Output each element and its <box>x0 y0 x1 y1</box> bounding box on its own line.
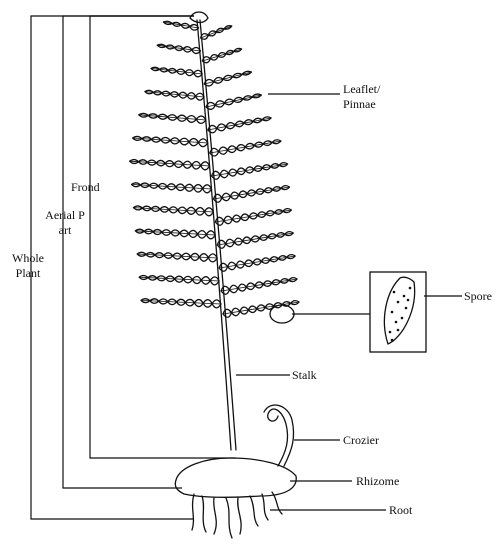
pinna-midrib-right-1 <box>202 49 241 61</box>
pinna-right-4 <box>208 117 271 133</box>
pinna-left-4 <box>139 113 206 123</box>
pinna-right-7 <box>213 186 289 203</box>
spore-dot-1 <box>397 301 400 304</box>
frond-tip <box>190 12 208 23</box>
crozier-shape <box>268 409 288 466</box>
label-whole-line1: Whole <box>4 251 52 266</box>
label-whole-line2: Plant <box>4 266 52 281</box>
pinna-midrib-right-5 <box>210 141 281 153</box>
pinna-left-6 <box>130 160 210 170</box>
pinna-left-8 <box>133 206 213 216</box>
label-leaflet-line2: Pinnae <box>343 97 380 112</box>
label-frond: Frond <box>71 180 100 195</box>
pinna-midrib-left-4 <box>139 115 206 120</box>
label-rhizome: Rhizome <box>356 474 399 489</box>
pinnae-group <box>130 12 299 317</box>
spore-dot-2 <box>391 311 394 314</box>
pinna-left-2 <box>151 67 202 77</box>
pinna-right-12 <box>223 301 299 318</box>
pinna-midrib-right-0 <box>201 26 232 38</box>
pinna-left-5 <box>133 136 208 146</box>
spore-dot-11 <box>391 339 394 342</box>
rhizome-shape <box>175 458 296 497</box>
spore-dot-9 <box>409 287 412 290</box>
label-spore: Spore <box>464 289 492 304</box>
spore-dots <box>389 287 412 342</box>
pinna-midrib-left-2 <box>151 68 202 74</box>
spore-inset-box <box>370 272 426 352</box>
pinna-right-9 <box>217 232 293 249</box>
label-stalk: Stalk <box>292 368 317 383</box>
sorus-circle <box>270 305 294 323</box>
pinna-midrib-right-3 <box>206 95 261 107</box>
aerial-part-bracket <box>63 16 194 488</box>
pinna-midrib-right-4 <box>208 118 271 130</box>
spore-dot-6 <box>405 307 408 310</box>
spore-dot-3 <box>395 321 398 324</box>
spore-dot-0 <box>393 291 396 294</box>
pinna-right-10 <box>219 255 295 272</box>
pinna-right-3 <box>206 94 261 109</box>
label-aerial-part: Aerial P art <box>39 208 91 238</box>
label-crozier: Crozier <box>343 433 379 448</box>
pinna-right-8 <box>215 209 291 226</box>
spore-dot-4 <box>389 331 392 334</box>
spore-dot-5 <box>403 295 406 298</box>
roots <box>192 492 282 538</box>
whole-plant-bracket <box>31 16 194 519</box>
pinna-left-7 <box>132 183 212 193</box>
pinna-right-11 <box>221 278 297 295</box>
label-leaflet-pinnae: Leaflet/ Pinnae <box>343 82 380 112</box>
pinna-midrib-right-2 <box>204 72 251 84</box>
label-whole-plant: Whole Plant <box>4 251 52 281</box>
spore-dot-8 <box>397 329 400 332</box>
label-aerial-line1: Aerial P <box>39 208 91 223</box>
pinna-right-5 <box>210 140 281 156</box>
bracket-lines <box>31 16 236 519</box>
pinna-right-6 <box>212 163 288 180</box>
spore-dot-10 <box>407 299 410 302</box>
label-leaflet-line1: Leaflet/ <box>343 82 380 97</box>
spore-dot-7 <box>401 317 404 320</box>
label-root: Root <box>389 503 412 518</box>
label-aerial-line2: art <box>39 223 91 238</box>
pinna-left-3 <box>145 90 204 100</box>
